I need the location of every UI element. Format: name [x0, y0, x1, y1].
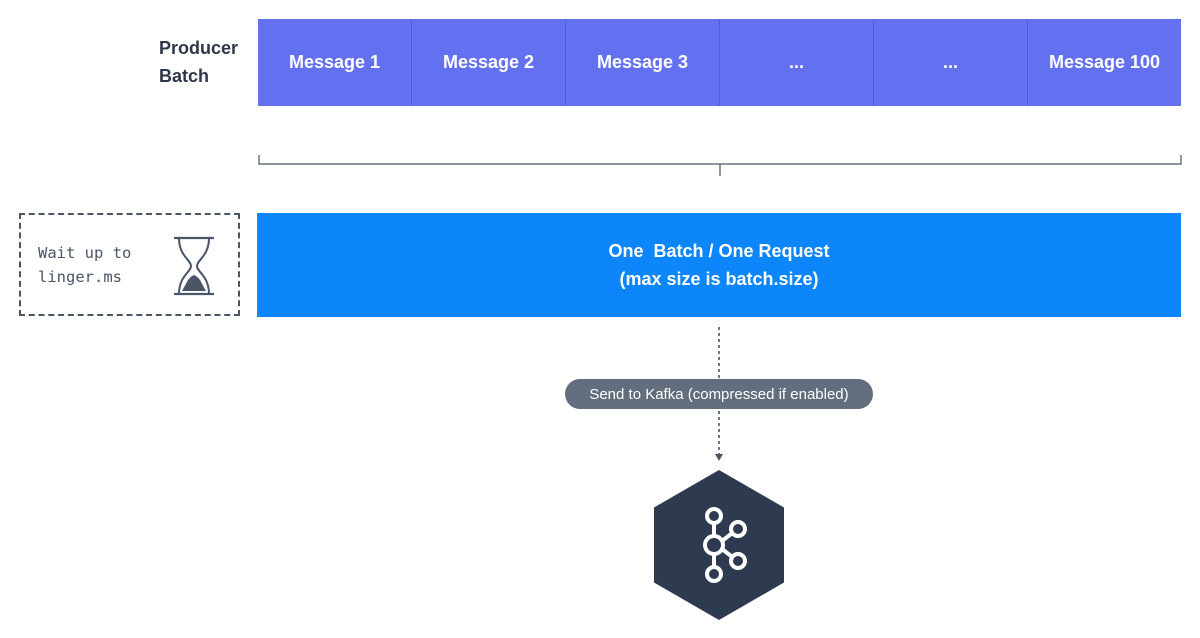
message-cell: Message 3: [566, 19, 720, 106]
send-arrow: [715, 327, 723, 461]
send-to-kafka-pill: Send to Kafka (compressed if enabled): [565, 379, 873, 409]
message-cell: Message 2: [412, 19, 566, 106]
message-cell: ...: [720, 19, 874, 106]
batch-request-bar: One Batch / One Request (max size is bat…: [257, 213, 1181, 317]
producer-batch-label-line1: Producer: [159, 38, 239, 58]
request-line2: (max size is batch.size): [619, 269, 819, 289]
message-cell: Message 100: [1028, 19, 1181, 106]
request-line1: One Batch / One Request: [608, 241, 830, 261]
linger-wait-box: Wait up to linger.ms: [19, 213, 240, 316]
linger-wait-text: Wait up to linger.ms: [38, 244, 132, 286]
kafka-logo-icon: [654, 470, 784, 620]
batch-bracket: [258, 155, 1182, 176]
message-cell: ...: [874, 19, 1028, 106]
producer-batch-label: Producer Batch: [159, 34, 254, 90]
message-cell: Message 1: [258, 19, 412, 106]
hourglass-icon: [174, 236, 214, 296]
message-batch-row: Message 1 Message 2 Message 3 ... ... Me…: [258, 19, 1181, 106]
producer-batch-label-line2: Batch: [159, 66, 210, 86]
